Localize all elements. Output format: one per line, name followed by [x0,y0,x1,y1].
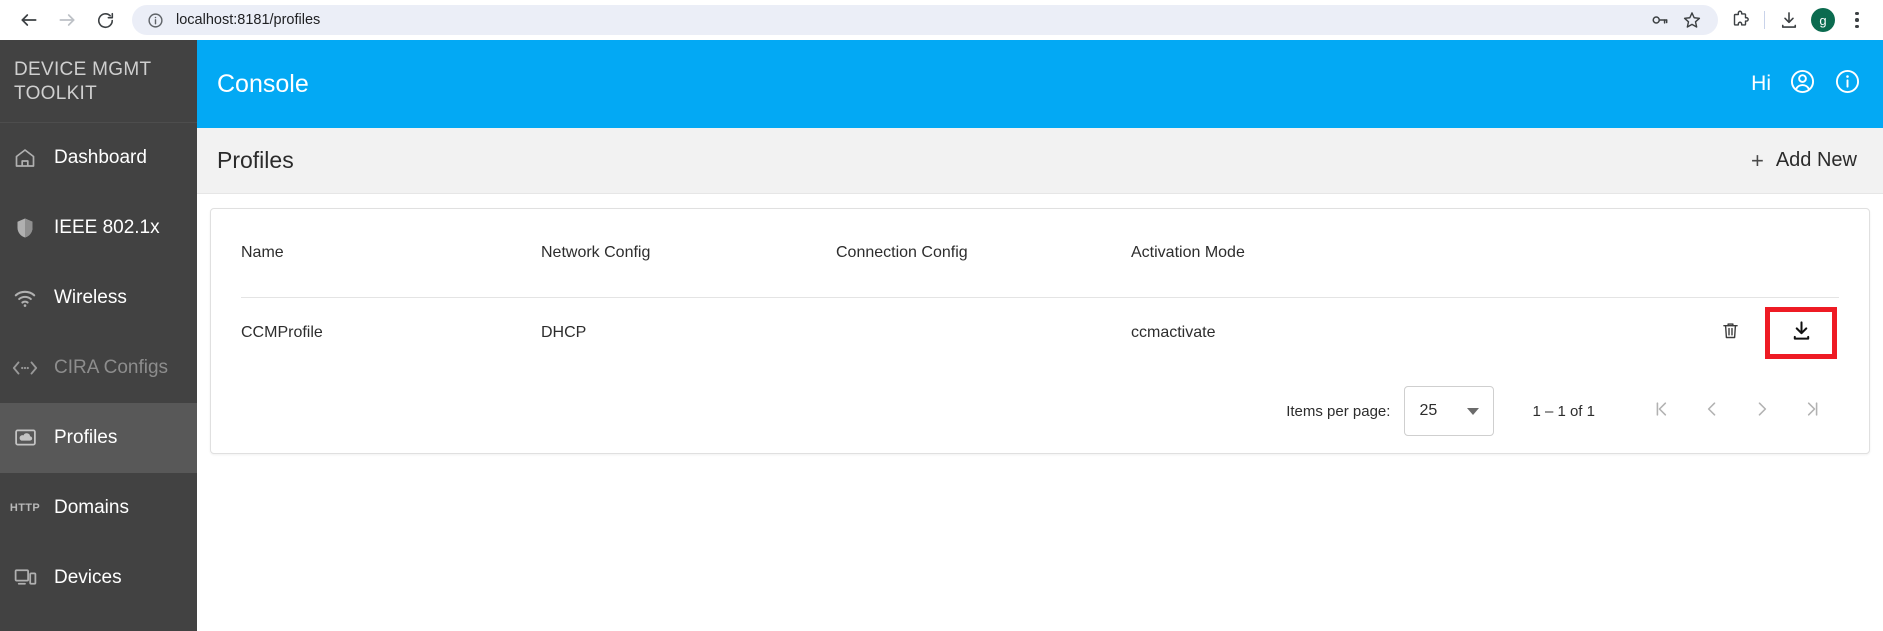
next-page-icon [1752,399,1772,424]
download-profile-highlight [1765,307,1837,360]
app-shell: DEVICE MGMT TOOLKIT Dashboard IEEE 802.1… [0,40,1883,631]
add-new-label: Add New [1775,149,1857,171]
sidebar-item-label: Devices [54,566,122,588]
sidebar-item-label: Dashboard [54,146,147,168]
add-new-button[interactable]: + Add New [1747,143,1861,178]
account-circle-icon[interactable] [1789,68,1816,100]
sidebar-item-label: CIRA Configs [54,356,169,378]
items-per-page-value: 25 [1419,402,1438,419]
avatar: g [1811,8,1835,32]
sidebar-item-label: IEEE 802.1x [54,216,160,238]
delete-profile-button[interactable] [1713,316,1747,350]
table-header-row: Name Network Config Connection Config Ac… [241,209,1839,298]
column-header-actions [1461,209,1839,298]
last-page-icon [1802,399,1822,424]
sidebar-brand: DEVICE MGMT TOOLKIT [0,40,197,123]
star-icon[interactable] [1678,6,1706,34]
row-action-group [1461,307,1839,360]
greeting-text: Hi [1751,72,1771,95]
devices-icon [12,565,38,591]
column-header-network-config: Network Config [541,209,836,298]
sidebar: DEVICE MGMT TOOLKIT Dashboard IEEE 802.1… [0,40,197,631]
page-body: Name Network Config Connection Config Ac… [197,194,1883,631]
sidebar-item-cira-configs[interactable]: CIRA Configs [0,333,197,403]
trash-icon [1720,320,1741,346]
app-bar-actions: Hi [1751,68,1861,100]
cell-activation-mode: ccmactivate [1131,324,1216,342]
main-content: Console Hi [197,40,1883,631]
table-row[interactable]: CCMProfile DHCP ccmactivate [241,297,1839,369]
profiles-table: Name Network Config Connection Config Ac… [241,209,1839,369]
sidebar-item-domains[interactable]: HTTP Domains [0,473,197,543]
browser-toolbar: localhost:8181/profiles [0,0,1883,40]
profile-avatar-button[interactable]: g [1807,4,1839,36]
code-arrows-icon [12,355,38,381]
page-header: Profiles + Add New [197,128,1883,194]
page-range-label: 1 – 1 of 1 [1532,402,1595,420]
plus-icon: + [1750,147,1764,173]
previous-page-icon [1702,399,1722,424]
next-page-button[interactable] [1737,391,1787,431]
cell-connection-config [836,297,1131,369]
table-header: Name Network Config Connection Config Ac… [241,209,1839,298]
site-info-icon[interactable] [144,9,166,31]
sidebar-item-profiles[interactable]: Profiles [0,402,197,473]
three-dot-menu-icon[interactable] [1841,4,1873,36]
items-per-page-select[interactable]: 25 [1404,386,1495,436]
page-title: Profiles [217,147,294,173]
cell-actions [1461,297,1839,369]
sidebar-item-dashboard[interactable]: Dashboard [0,123,197,193]
back-arrow-icon [19,10,39,30]
app-bar: Console Hi [197,40,1883,128]
first-page-button[interactable] [1637,391,1687,431]
sidebar-item-ieee8021x[interactable]: IEEE 802.1x [0,193,197,263]
omnibox-actions [1646,6,1706,34]
reload-icon [96,11,115,30]
url-text[interactable]: localhost:8181/profiles [176,12,321,28]
shield-icon [12,215,38,241]
cell-name: CCMProfile [241,324,323,342]
download-profile-button[interactable] [1784,316,1818,350]
browser-action-icons: g [1724,4,1873,36]
first-page-icon [1652,399,1672,424]
app-title: Console [217,69,309,98]
cell-network-config: DHCP [541,324,587,342]
kebab-dots [1855,11,1859,29]
wifi-icon [12,285,38,311]
profiles-card: Name Network Config Connection Config Ac… [210,208,1870,454]
cloud-box-icon [12,425,38,451]
column-header-activation-mode: Activation Mode [1131,209,1461,298]
chevron-down-icon [1467,407,1480,415]
download-icon[interactable] [1773,4,1805,36]
forward-button[interactable] [48,1,86,39]
sidebar-item-wireless[interactable]: Wireless [0,263,197,333]
address-bar[interactable]: localhost:8181/profiles [132,5,1718,35]
sidebar-item-label: Profiles [54,426,118,448]
home-icon [12,145,38,171]
column-header-connection-config: Connection Config [836,209,1131,298]
download-icon [1790,319,1813,347]
table-body: CCMProfile DHCP ccmactivate [241,297,1839,369]
sidebar-item-devices[interactable]: Devices [0,543,197,613]
paginator: Items per page: 25 1 – 1 of 1 [241,369,1839,453]
info-circle-icon[interactable] [1834,68,1861,100]
items-per-page-label: Items per page: [1286,402,1391,420]
sidebar-item-label: Domains [54,496,129,518]
back-button[interactable] [10,1,48,39]
last-page-button[interactable] [1787,391,1837,431]
reload-button[interactable] [86,1,124,39]
forward-arrow-icon [57,10,77,30]
http-icon: HTTP [9,501,41,514]
key-icon[interactable] [1646,6,1674,34]
toolbar-divider [1764,11,1765,29]
previous-page-button[interactable] [1687,391,1737,431]
sidebar-item-label: Wireless [54,286,127,308]
column-header-name: Name [241,209,541,298]
puzzle-piece-icon[interactable] [1724,4,1756,36]
